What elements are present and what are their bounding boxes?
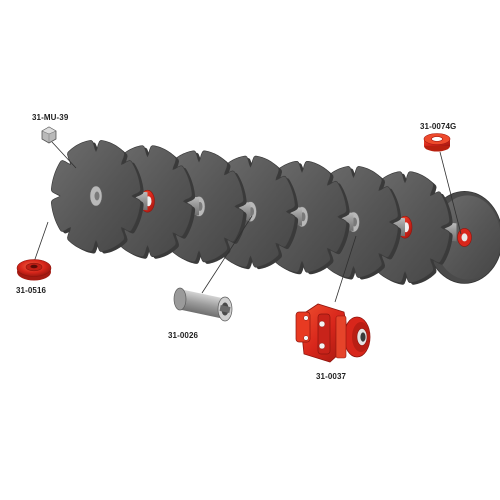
leader-bearing (334, 235, 357, 303)
part-label-spool: 31-0026 (168, 331, 199, 340)
bearing-housing-icon (295, 303, 371, 363)
disc-gang (51, 140, 500, 285)
dust-cap-icon (423, 133, 451, 152)
end-cup-icon (16, 259, 52, 281)
disc-blade-1 (51, 140, 148, 254)
part-label-nut: 31-MU-39 (32, 113, 69, 122)
leader-nut (51, 141, 77, 169)
leader-lines (33, 141, 462, 303)
hex-nut-icon (41, 126, 57, 144)
part-label-cap: 31-0074G (420, 122, 457, 131)
leader-cap (439, 151, 462, 235)
leader-cup (33, 221, 49, 263)
part-label-cup: 31-0516 (16, 286, 47, 295)
spacer-spool-icon (173, 287, 233, 322)
leader-spool (201, 215, 253, 294)
part-label-bearing: 31-0037 (316, 372, 347, 381)
